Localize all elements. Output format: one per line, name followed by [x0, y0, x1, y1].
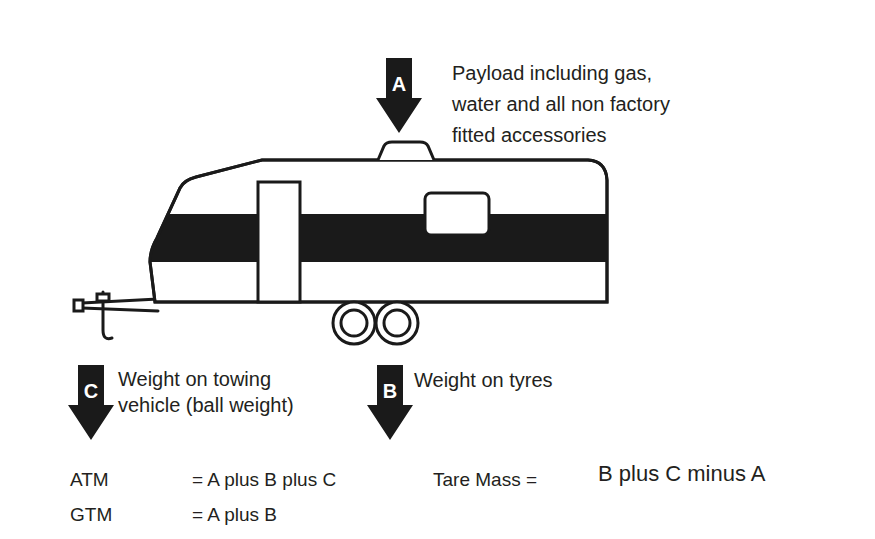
- roof-vent: [378, 142, 434, 160]
- formula-expression: B plus C minus A: [598, 462, 766, 486]
- body-stripe: [145, 214, 615, 262]
- arrow-shape: [376, 58, 422, 133]
- caravan-outline: [150, 160, 607, 302]
- arrow-fill: [367, 365, 413, 440]
- formula-term: GTM: [70, 503, 112, 527]
- arrow-shape: [367, 365, 413, 440]
- arrow-letter: B: [367, 380, 413, 402]
- weight-arrow: APayload including gas, water and all no…: [376, 58, 422, 133]
- arrow-description: Weight on towing vehicle (ball weight): [118, 366, 318, 418]
- formula-term: Tare Mass =: [433, 468, 537, 492]
- weight-arrow: CWeight on towing vehicle (ball weight): [68, 365, 114, 440]
- formula-expression: = A plus B: [192, 503, 277, 527]
- formula-expression: = A plus B plus C: [192, 468, 336, 492]
- drawbar: [74, 292, 158, 339]
- arrow-shape: [68, 365, 114, 440]
- wheels: [333, 302, 418, 344]
- window: [425, 193, 489, 235]
- arrow-letter: C: [68, 380, 114, 402]
- arrow-description: Payload including gas, water and all non…: [452, 58, 702, 151]
- arrow-description: Weight on tyres: [414, 367, 614, 393]
- arrow-fill: [68, 365, 114, 440]
- door: [258, 182, 300, 302]
- weight-arrow: BWeight on tyres: [367, 365, 413, 440]
- formula-term: ATM: [70, 468, 109, 492]
- arrow-fill: [376, 58, 422, 133]
- arrow-letter: A: [376, 73, 422, 95]
